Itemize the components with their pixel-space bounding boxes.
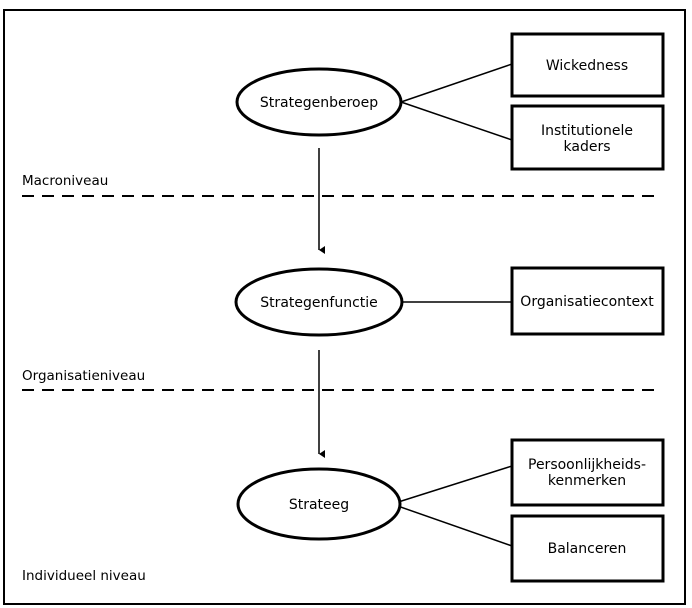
box-label-wickedness: Wickedness [546, 58, 628, 74]
ellipse-label-strateeg: Strateeg [289, 497, 349, 513]
box-label-kenmerken: kenmerken [548, 473, 626, 489]
ellipse-strateeg: Strateeg [236, 467, 402, 541]
level-label-individueel-niveau: Individueel niveau [22, 568, 146, 584]
box-wickedness: Wickedness [510, 32, 665, 98]
ellipse-strategenfunctie: Strategenfunctie [234, 267, 404, 337]
box-label-institutionele: Institutionele [541, 123, 633, 139]
box-label-balanceren: Balanceren [548, 541, 627, 557]
box-organisatiecontext: Organisatiecontext [510, 266, 665, 336]
box-persoonlijkheidskenmerken: Persoonlijkheids- kenmerken [510, 438, 665, 507]
box-balanceren: Balanceren [510, 514, 665, 583]
connector-strateeg-persoonlijkheid [391, 465, 513, 505]
level-label-organisatieniveau: Organisatieniveau [22, 368, 145, 384]
connector-beroep-wickedness [400, 63, 513, 103]
connector-strateeg-balanceren [391, 503, 513, 547]
box-institutionele-kaders: Institutionele kaders [510, 104, 665, 171]
connector-beroep-kaders [400, 101, 513, 141]
box-label-organisatiecontext: Organisatiecontext [520, 294, 654, 310]
diagram-frame [3, 9, 686, 605]
box-label-kaders: kaders [564, 139, 611, 155]
ellipse-label-strategenfunctie: Strategenfunctie [260, 295, 378, 311]
ellipse-strategenberoep: Strategenberoep [235, 67, 403, 137]
box-label-persoonlijkheids: Persoonlijkheids- [528, 457, 646, 473]
ellipse-label-strategenberoep: Strategenberoep [260, 95, 378, 111]
level-label-macroniveau: Macroniveau [22, 173, 108, 189]
